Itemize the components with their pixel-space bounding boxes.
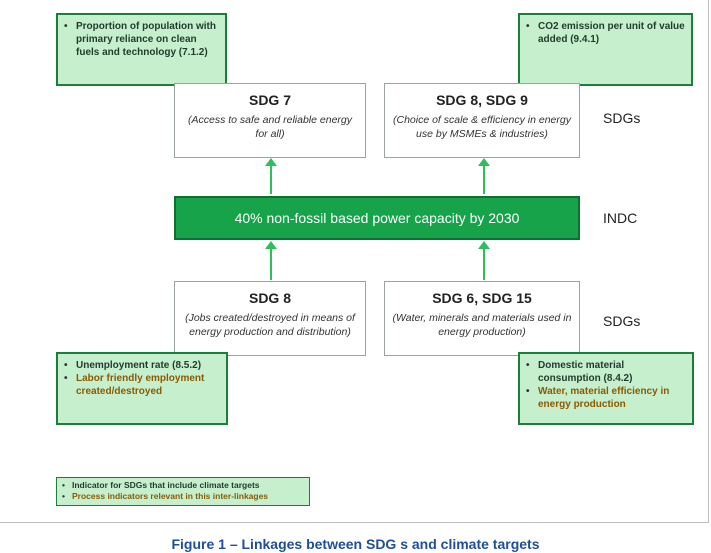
sdg-title: SDG 8, SDG 9 (436, 92, 528, 108)
sdg-title: SDG 7 (248, 92, 291, 108)
note-item: Proportion of population with primary re… (62, 20, 219, 59)
indc-target-bar: 40% non-fossil based power capacity by 2… (174, 196, 580, 240)
indc-text: 40% non-fossil based power capacity by 2… (234, 210, 520, 226)
indc-label: INDC (603, 210, 638, 226)
note-item: Water, material efficiency in energy pro… (524, 385, 686, 411)
sdg-box-sdg6-sdg15: SDG 6, SDG 15 (Water, minerals and mater… (384, 281, 580, 356)
note-item: Unemployment rate (8.5.2) (62, 359, 220, 372)
note-item: Labor friendly employment created/destro… (62, 372, 220, 398)
figure-caption: Figure 1 – Linkages between SDG s and cl… (171, 536, 540, 552)
sdg-description: (Jobs created/destroyed in means of ener… (185, 312, 355, 338)
arrow-up (265, 241, 277, 280)
sdg-title: SDG 6, SDG 15 (432, 290, 532, 306)
sdg-description: (Access to safe and reliable energy for … (187, 114, 352, 140)
note-item: Domestic material consumption (8.4.2) (524, 359, 686, 385)
sdg-box-sdg8: SDG 8 (Jobs created/destroyed in means o… (174, 281, 366, 356)
legend-item-process-indicator: Process indicators relevant in this inte… (61, 491, 305, 502)
sdg-description: (Choice of scale & efficiency in energy … (392, 114, 571, 140)
legend: Indicator for SDGs that include climate … (56, 477, 310, 506)
sdg-box-sdg7: SDG 7 (Access to safe and reliable energ… (174, 83, 366, 158)
sdg-title: SDG 8 (248, 290, 291, 306)
arrow-up (478, 241, 490, 280)
sdgs-label-top: SDGs (603, 110, 641, 126)
sdg-box-sdg8-sdg9: SDG 8, SDG 9 (Choice of scale & efficien… (384, 83, 580, 158)
note-indicator-8-4-2: Domestic material consumption (8.4.2) Wa… (518, 352, 694, 425)
sdg-description: (Water, minerals and materials used in e… (392, 312, 572, 338)
legend-item-climate-indicator: Indicator for SDGs that include climate … (61, 480, 305, 491)
note-indicator-9-4-1: CO2 emission per unit of value added (9.… (518, 13, 693, 86)
arrow-up (265, 158, 277, 194)
diagram-frame (0, 0, 709, 523)
arrow-up (478, 158, 490, 194)
note-indicator-7-1-2: Proportion of population with primary re… (56, 13, 227, 86)
sdgs-label-bottom: SDGs (603, 313, 641, 329)
note-item: CO2 emission per unit of value added (9.… (524, 20, 685, 46)
note-indicator-8-5-2: Unemployment rate (8.5.2) Labor friendly… (56, 352, 228, 425)
